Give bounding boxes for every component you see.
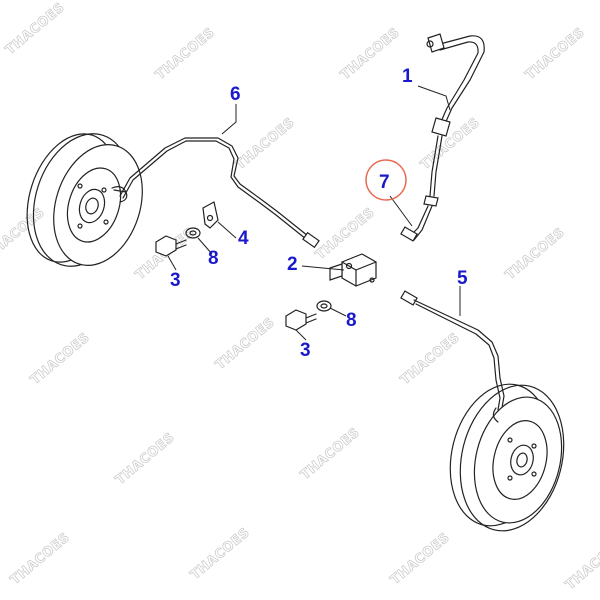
brake-line-5: [400, 290, 505, 411]
brake-line-7: [400, 195, 439, 242]
watermark: THACOES: [388, 530, 453, 588]
watermark: THACOES: [398, 330, 463, 388]
callout-6: 6: [230, 84, 241, 105]
junction-block-2: [329, 253, 377, 287]
leader-lines: [167, 85, 461, 341]
callout-7: 7: [379, 172, 390, 193]
clip-4: [202, 201, 219, 229]
watermark: THACOES: [3, 0, 68, 58]
bolt-3-center: [285, 309, 317, 331]
washer-8-center: [316, 300, 332, 312]
watermark: THACOES: [113, 430, 178, 488]
callout-4: 4: [238, 228, 249, 249]
washer-8-left: [185, 227, 201, 239]
watermark: THACOES: [213, 315, 278, 373]
bolt-3-left: [155, 235, 187, 257]
watermark: THACOES: [233, 115, 298, 173]
watermark: THACOES: [28, 330, 93, 388]
callout-3-center: 3: [300, 340, 311, 361]
callout-3-left: 3: [170, 270, 181, 291]
callout-1: 1: [402, 66, 413, 87]
callout-labels: 1 2 3 3 4 5 6 7 8 8: [170, 66, 468, 361]
callout-8-left: 8: [208, 248, 219, 269]
highlight-circle: [365, 159, 407, 201]
brake-hose-1: [426, 33, 485, 197]
watermark: THACOES: [523, 25, 588, 83]
watermark: THACOES: [338, 25, 403, 83]
watermark: THACOES: [503, 225, 568, 283]
left-wheel: [26, 133, 143, 267]
callout-8-center: 8: [346, 310, 357, 331]
watermark: THACOES: [188, 525, 253, 583]
watermark: THACOES: [418, 115, 483, 173]
right-wheel: [449, 383, 565, 532]
watermark: THACOES: [153, 25, 218, 83]
watermark: THACOES: [313, 205, 378, 263]
watermark: THACOES: [298, 425, 363, 483]
watermark: THACOES: [8, 530, 73, 588]
callout-2: 2: [287, 254, 298, 275]
watermark: THACOES: [563, 535, 600, 593]
brake-line-6: [119, 137, 320, 249]
callout-5: 5: [457, 268, 468, 289]
